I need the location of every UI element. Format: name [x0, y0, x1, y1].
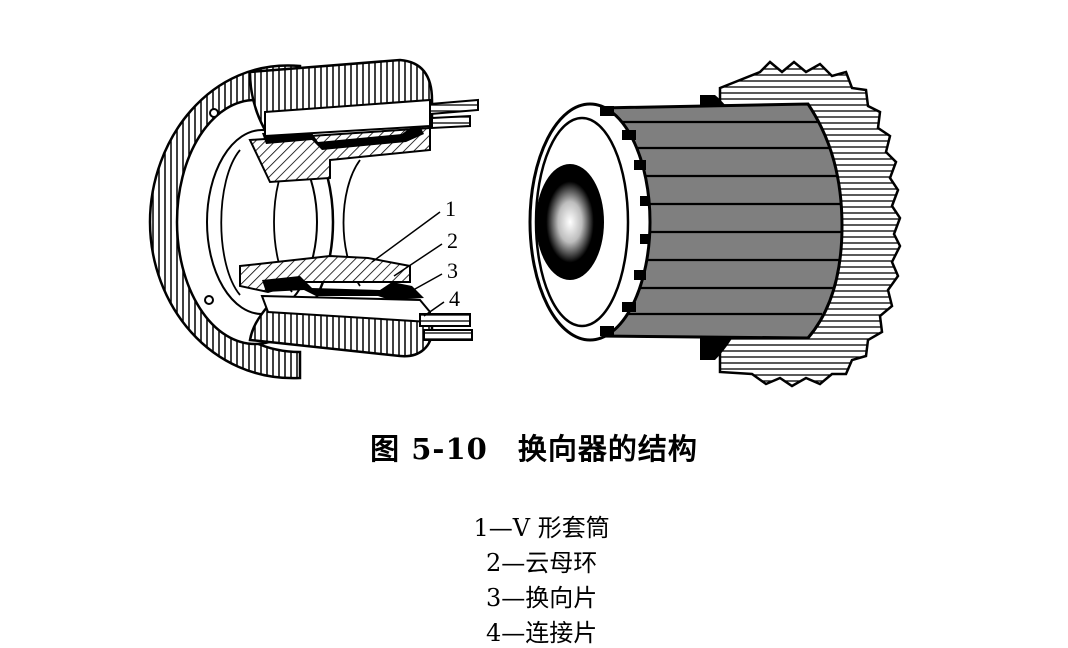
figure-legend: 1—V 形套筒 2—云母环 3—换向片 4—连接片 [0, 480, 1068, 648]
callout-label: 3 [447, 258, 458, 283]
cutaway-bore-line [220, 149, 241, 296]
callout-label: 2 [447, 228, 458, 253]
callout-leader-3 [405, 273, 443, 295]
cutaway-upper-riser [429, 98, 479, 116]
cutaway-upper-riser [431, 114, 471, 130]
front-ring-notches [600, 106, 650, 336]
callout-label: 1 [445, 196, 456, 221]
legend-item-riser: 4—连接片 [485, 619, 598, 647]
cutaway-lower-mica [262, 276, 424, 300]
cutaway-hole [209, 108, 219, 118]
cutaway-lower-riser [419, 313, 471, 327]
cutaway-upper-segment [264, 98, 431, 138]
callout-leader-2 [393, 243, 443, 277]
commutator-figure: 1 2 3 4 [148, 58, 902, 388]
legend-item-v-sleeve: 1—V 形套筒 [473, 514, 610, 542]
legend-item-mica-ring: 2—云母环 [485, 549, 598, 577]
assembled-commutator [528, 60, 902, 388]
cutaway-hole [204, 295, 214, 305]
shaft-bore [536, 164, 604, 280]
figure-caption: 图 5-10 换向器的结构 [370, 432, 698, 466]
segment-cylinder [598, 102, 844, 340]
callout-leader-1 [371, 211, 441, 263]
legend-item-commutator-segment: 3—换向片 [485, 584, 598, 612]
cutaway-lower-riser [423, 329, 473, 341]
callout-leader-4 [423, 301, 445, 317]
callout-label: 4 [449, 286, 460, 311]
cutaway-commutator: 1 2 3 4 [148, 58, 479, 380]
